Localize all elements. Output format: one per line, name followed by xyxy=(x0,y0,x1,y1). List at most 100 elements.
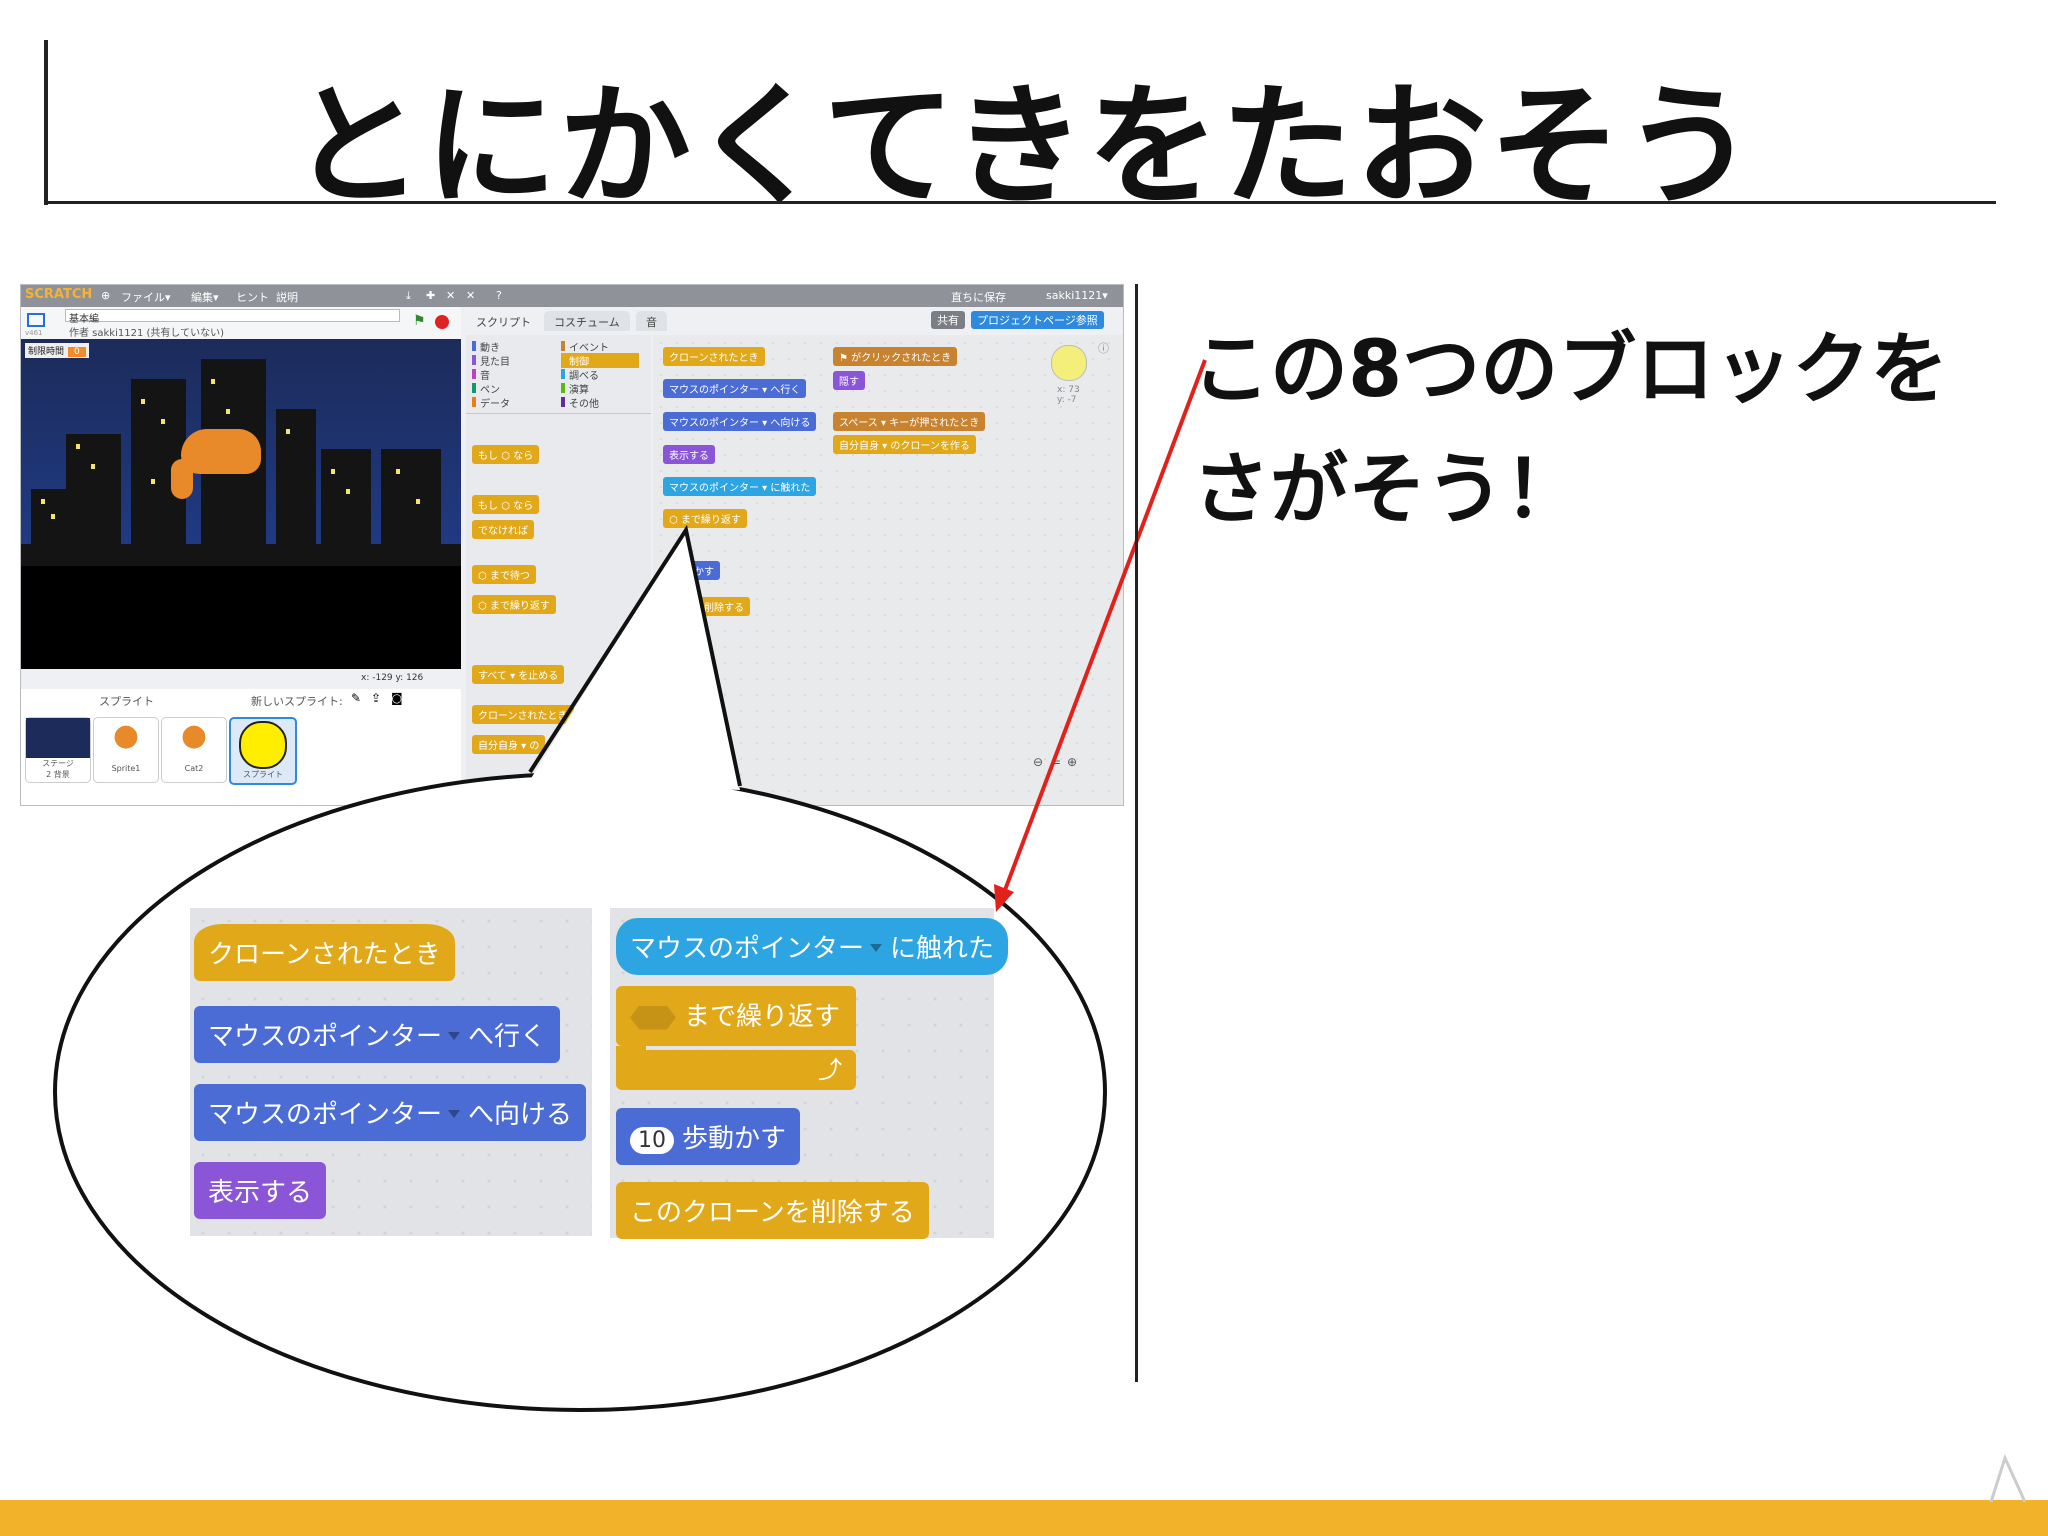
save-now-link[interactable]: 直ちに保存 xyxy=(951,291,1006,304)
project-author: 作者 sakki1121 (共有していない) xyxy=(69,328,225,339)
editor-tabs: スクリプト コスチューム 音 共有 プロジェクトページ参照 xyxy=(466,307,1116,333)
block-touching-mouse[interactable]: マウスのポインターに触れた xyxy=(616,918,1009,975)
category-operators[interactable]: 演算 xyxy=(561,381,589,396)
globe-icon[interactable]: ⊕ xyxy=(101,289,111,302)
category-looks[interactable]: 見た目 xyxy=(472,353,510,368)
sprite-pane: スプライト 新しいスプライト: ✎ ⇪ ◙ ステージ 2 背景 ● Sprite… xyxy=(21,689,461,805)
block-palette: 動き 見た目 音 ペン データ イベント 制御 調べる 演算 その他 もし ⬡ … xyxy=(466,335,651,805)
menu-file[interactable]: ファイル▾ xyxy=(121,291,171,304)
sprite-thumbnail[interactable]: ● Cat2 xyxy=(161,717,227,783)
slide-title: とにかくてきをたおそう xyxy=(290,70,1758,224)
stop-icon[interactable] xyxy=(435,315,449,329)
help-circle-icon[interactable]: ⓘ xyxy=(1098,342,1109,355)
stage-header: v461 基本編 作者 sakki1121 (共有していない) ⚑ xyxy=(21,307,461,339)
palette-wait-until-block[interactable]: ⬡ まで待つ xyxy=(472,565,536,584)
category-motion[interactable]: 動き xyxy=(472,339,500,354)
version-label: v461 xyxy=(25,329,43,337)
script-when-cloned[interactable]: クローンされたとき xyxy=(663,347,765,366)
red-arrow-head xyxy=(994,884,1014,912)
camera-icon[interactable]: ◙ xyxy=(391,691,403,705)
green-flag-icon[interactable]: ⚑ xyxy=(413,313,426,329)
block-when-cloned[interactable]: クローンされたとき xyxy=(194,924,455,981)
category-sensing[interactable]: 調べる xyxy=(561,367,599,382)
script-key-pressed[interactable]: スペース ▾ キーが押されたとき xyxy=(833,412,986,431)
palette-when-cloned-block[interactable]: クローンされたとき xyxy=(472,705,574,724)
zoom-out-icon[interactable]: ⊖ xyxy=(1033,755,1044,769)
category-data[interactable]: データ xyxy=(472,395,510,410)
menu-about[interactable]: 説明 xyxy=(276,291,298,304)
loop-arrow-icon: ⤴ xyxy=(616,1050,856,1090)
vertical-divider xyxy=(1135,284,1138,1382)
menu-tips[interactable]: ヒント xyxy=(236,291,269,304)
script-touching[interactable]: マウスのポインター ▾ に触れた xyxy=(663,477,817,496)
script-create-clone[interactable]: 自分自身 ▾ のクローンを作る xyxy=(833,435,976,454)
caption-line-2: さがそう！ xyxy=(1192,445,1583,535)
help-icon[interactable]: ? xyxy=(496,289,502,302)
callout-tail xyxy=(528,524,742,787)
cat2-sprite[interactable] xyxy=(171,459,193,499)
duplicate-icon[interactable]: ⤓ xyxy=(406,289,411,302)
category-pen[interactable]: ペン xyxy=(472,381,500,396)
project-page-button[interactable]: プロジェクトページ参照 xyxy=(971,311,1104,329)
category-sound[interactable]: 音 xyxy=(472,367,490,382)
caption-line-1: この8つのブロックを xyxy=(1192,325,1949,415)
title-left-rule xyxy=(44,40,48,205)
new-sprite-label: 新しいスプライト: xyxy=(251,695,343,708)
script-go-to[interactable]: マウスのポインター ▾ へ行く xyxy=(663,379,807,398)
building xyxy=(381,449,441,554)
sprite-thumbnail-selected[interactable]: スプライト xyxy=(229,717,297,785)
category-events[interactable]: イベント xyxy=(561,339,609,354)
script-flag-clicked[interactable]: ⚑ がクリックされたとき xyxy=(833,347,958,366)
scratch-logo[interactable]: SCRATCH xyxy=(25,287,93,302)
grow-icon[interactable]: ✕ xyxy=(446,289,456,302)
fullscreen-icon[interactable] xyxy=(27,313,45,327)
block-show[interactable]: 表示する xyxy=(194,1162,327,1219)
tab-sounds[interactable]: 音 xyxy=(636,311,667,331)
cut-icon[interactable]: ✚ xyxy=(426,289,436,302)
cat-sprite[interactable] xyxy=(181,429,261,474)
stage-thumbnail[interactable]: ステージ 2 背景 xyxy=(25,717,91,783)
steps-input[interactable]: 10 xyxy=(630,1127,674,1154)
palette-stop-block[interactable]: すべて ▾ を止める xyxy=(472,665,565,684)
tab-costumes[interactable]: コスチューム xyxy=(544,311,630,331)
corner-mark-icon xyxy=(1989,1453,2027,1503)
block-point-towards-mouse[interactable]: マウスのポインターへ向ける xyxy=(194,1084,587,1141)
palette-create-clone-block[interactable]: 自分自身 ▾ の xyxy=(472,735,546,754)
share-button[interactable]: 共有 xyxy=(931,311,965,329)
title-underline xyxy=(44,201,1996,204)
upload-sprite-icon[interactable]: ⇪ xyxy=(371,691,382,705)
block-repeat-until[interactable]: まで繰り返す xyxy=(616,986,856,1046)
script-show[interactable]: 表示する xyxy=(663,445,715,464)
scripts-area[interactable]: クローンされたとき マウスのポインター ▾ へ行く マウスのポインター ▾ へ向… xyxy=(653,335,1123,805)
palette-if-else-block[interactable]: もし ⬡ なら xyxy=(472,495,540,514)
paint-new-sprite-icon[interactable]: ✎ xyxy=(351,691,362,705)
instruction-caption: この8つのブロックを さがそう！ xyxy=(1192,310,2012,550)
username-menu[interactable]: sakki1121▾ xyxy=(1046,289,1108,302)
script-repeat-until[interactable]: ⬡ まで繰り返す xyxy=(663,509,747,528)
script-point-towards[interactable]: マウスのポインター ▾ へ向ける xyxy=(663,412,817,431)
block-delete-this-clone[interactable]: このクローンを削除する xyxy=(616,1182,929,1239)
zoom-in-icon[interactable]: ⊕ xyxy=(1067,755,1078,769)
zoom-panel-left: クローンされたとき マウスのポインターへ行く マウスのポインターへ向ける 表示す… xyxy=(190,908,592,1236)
project-title-input[interactable]: 基本編 xyxy=(65,309,400,325)
palette-else-label[interactable]: でなければ xyxy=(472,520,534,539)
footer-bar xyxy=(0,1500,2048,1536)
sprite-coordinates: x: 73 y: -7 xyxy=(1057,385,1080,405)
menu-edit[interactable]: 編集▾ xyxy=(191,291,219,304)
script-hide[interactable]: 隠す xyxy=(833,371,865,390)
sprite-thumbnail[interactable]: ● Sprite1 xyxy=(93,717,159,783)
zoom-reset-icon[interactable]: = xyxy=(1051,755,1062,769)
category-control[interactable]: 制御 xyxy=(561,353,639,368)
category-more[interactable]: その他 xyxy=(561,395,599,410)
tab-scripts[interactable]: スクリプト xyxy=(466,311,541,331)
palette-repeat-until-block[interactable]: ⬡ まで繰り返す xyxy=(472,595,556,614)
block-go-to-mouse[interactable]: マウスのポインターへ行く xyxy=(194,1006,561,1063)
palette-if-block[interactable]: もし ⬡ なら xyxy=(472,445,540,464)
condition-slot[interactable] xyxy=(630,1005,676,1030)
shrink-icon[interactable]: ✕ xyxy=(466,289,476,302)
